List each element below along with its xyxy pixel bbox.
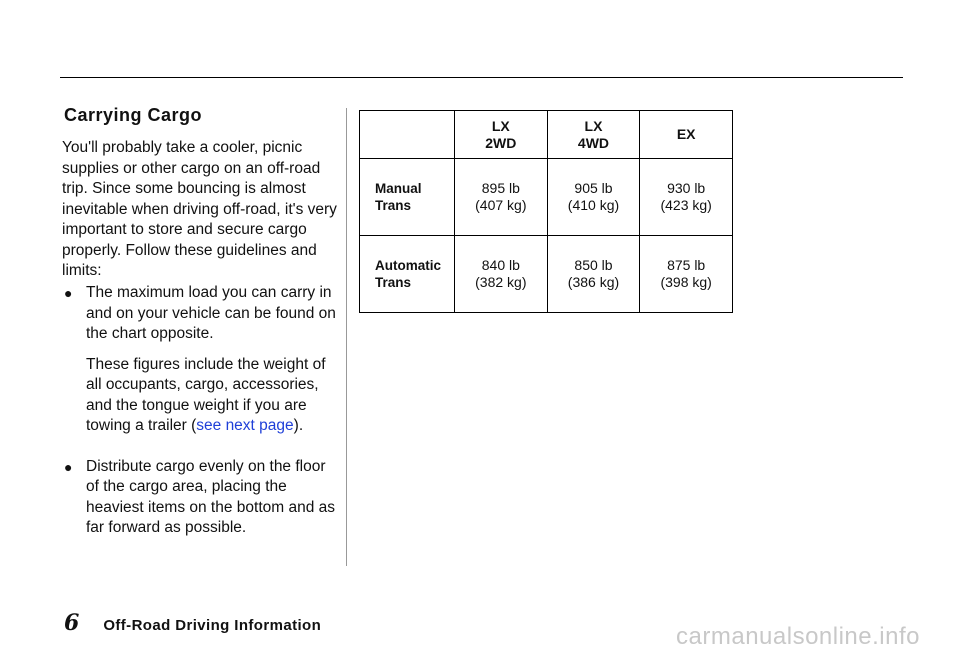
column-divider bbox=[346, 108, 347, 566]
section-title: Carrying Cargo bbox=[64, 105, 203, 125]
load-kg: (407 kg) bbox=[475, 197, 527, 213]
table-cell: 905 lb (410 kg) bbox=[546, 158, 641, 236]
bullet-subparagraph: These figures include the weight of all … bbox=[86, 355, 342, 437]
load-kg: (410 kg) bbox=[567, 197, 620, 213]
table-cell: 895 lb (407 kg) bbox=[454, 158, 548, 236]
load-kg: (382 kg) bbox=[475, 274, 527, 290]
row-header-line: Manual bbox=[375, 181, 422, 196]
bullet-text: Distribute cargo evenly on the floor of … bbox=[86, 457, 336, 537]
column-header-line: LX bbox=[491, 117, 510, 134]
watermark: carmanualsonline.info bbox=[676, 623, 920, 650]
row-header-automatic: Automatic Trans bbox=[359, 235, 455, 313]
subparagraph-text: These figures include the weight of all … bbox=[86, 355, 326, 435]
table-row: Manual Trans 895 lb (407 kg) 905 lb (410… bbox=[359, 158, 733, 236]
table-row: Automatic Trans 840 lb (382 kg) 850 lb (… bbox=[359, 235, 733, 313]
load-lb: 895 lb bbox=[481, 180, 520, 196]
subparagraph-end: ). bbox=[293, 417, 304, 434]
load-lb: 875 lb bbox=[667, 257, 706, 273]
row-header-line: Trans bbox=[375, 198, 412, 213]
column-header-line: EX bbox=[676, 126, 696, 142]
table-cell: 930 lb (423 kg) bbox=[639, 158, 733, 236]
guideline-list: ● The maximum load you can carry in and … bbox=[62, 283, 342, 539]
load-kg: (423 kg) bbox=[660, 197, 712, 213]
column-header-lx-4wd: LX 4WD bbox=[546, 110, 641, 159]
row-header-line: Automatic bbox=[375, 258, 442, 273]
top-rule bbox=[60, 77, 903, 78]
table-cell: 850 lb (386 kg) bbox=[546, 235, 641, 313]
load-kg: (386 kg) bbox=[567, 274, 620, 290]
bullet-icon: ● bbox=[64, 285, 73, 301]
max-load-table: LX 2WD LX 4WD EX Manual Trans 895 lb (40… bbox=[359, 110, 733, 313]
chapter-title: Off-Road Driving Information bbox=[103, 617, 322, 634]
see-next-page-link[interactable]: see next page bbox=[196, 417, 294, 434]
list-item: ● The maximum load you can carry in and … bbox=[62, 283, 342, 437]
load-lb: 905 lb bbox=[574, 180, 613, 196]
table-cell: 840 lb (382 kg) bbox=[454, 235, 548, 313]
row-header-line: Trans bbox=[375, 275, 412, 290]
column-header-line: LX bbox=[584, 117, 603, 134]
page-footer: 6 Off-Road Driving Information bbox=[64, 610, 321, 636]
table-header-row: LX 2WD LX 4WD EX bbox=[359, 110, 733, 159]
load-lb: 840 lb bbox=[481, 257, 520, 273]
intro-paragraph: You'll probably take a cooler, picnic su… bbox=[62, 139, 337, 279]
table-corner-cell bbox=[359, 110, 455, 159]
column-header-line: 4WD bbox=[577, 134, 610, 151]
bullet-text: The maximum load you can carry in and on… bbox=[86, 284, 336, 342]
row-header-manual: Manual Trans bbox=[359, 158, 455, 236]
load-lb: 850 lb bbox=[574, 257, 613, 273]
column-header-ex: EX bbox=[639, 110, 733, 159]
load-lb: 930 lb bbox=[667, 180, 706, 196]
page-number: 6 bbox=[64, 610, 80, 636]
table-cell: 875 lb (398 kg) bbox=[639, 235, 733, 313]
column-header-lx-2wd: LX 2WD bbox=[454, 110, 548, 159]
bullet-icon: ● bbox=[64, 458, 73, 475]
load-kg: (398 kg) bbox=[660, 274, 712, 290]
list-item: ● Distribute cargo evenly on the floor o… bbox=[62, 457, 342, 539]
column-header-line: 2WD bbox=[485, 134, 517, 151]
